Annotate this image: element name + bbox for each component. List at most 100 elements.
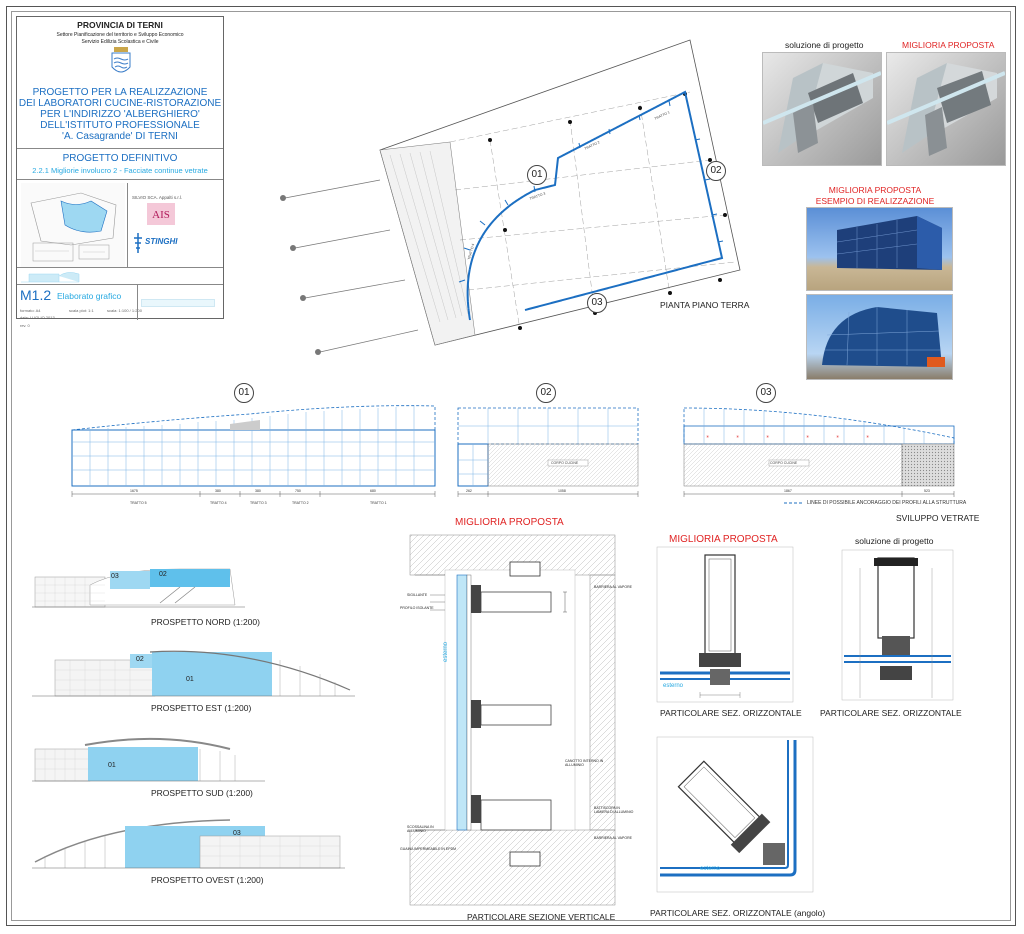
facade-east	[32, 650, 355, 697]
vertical-detail-caption: PARTICOLARE SEZIONE VERTICALE	[467, 912, 616, 922]
drawing-frame	[6, 6, 1016, 926]
note-sigillante: SIGILLANTE	[407, 593, 428, 597]
subtitle-label: 2.2.1 Migliorie involucro 2 - Facciate c…	[32, 166, 208, 175]
elevation-marker-01: 01	[234, 383, 254, 403]
svg-text:✳: ✳	[866, 434, 870, 439]
meta-plot-scale: scala plot: 1:1	[69, 308, 94, 313]
note-scossalina: SCOSSALINA IN ALLUMINIO	[407, 825, 434, 833]
svg-text:TRATTO 1: TRATTO 1	[370, 501, 387, 505]
drawing-inner-frame	[11, 11, 1011, 921]
stamp-strip	[141, 299, 215, 307]
elevation-marker-02: 02	[536, 383, 556, 403]
vertical-esterno-label: esterno	[443, 641, 449, 662]
phase-label: PROGETTO DEFINITIVO	[62, 153, 178, 164]
svg-text:523: 523	[924, 489, 930, 493]
svg-text:✳: ✳	[806, 434, 810, 439]
facade-east-tag-02: 02	[136, 656, 144, 663]
svg-text:AIS: AIS	[152, 209, 170, 221]
elevation-title: SVILUPPO VETRATE	[896, 513, 980, 523]
svg-text:TRATTO 2: TRATTO 2	[292, 501, 309, 505]
svg-text:1058: 1058	[558, 489, 566, 493]
facade-west	[32, 819, 345, 869]
province-name: PROVINCIA DI TERNI	[77, 20, 163, 30]
plan-title: PIANTA PIANO TERRA	[660, 300, 750, 310]
corner-esterno-label: esterno	[700, 866, 721, 872]
corner-section-detail	[656, 736, 814, 893]
svg-text:TRATTO 4: TRATTO 4	[210, 501, 227, 505]
plan-marker-03: 03	[587, 293, 607, 313]
svg-text:✳: ✳	[706, 434, 710, 439]
facade-east-caption: PROSPETTO EST (1:200)	[151, 703, 252, 713]
facade-north	[32, 568, 245, 608]
building-thumbnail	[21, 272, 80, 283]
improvement-profile-render	[886, 52, 1006, 166]
note-profilo-isolante: PROFILO ISOLANTE	[400, 606, 434, 610]
svg-text:TRATTO 3: TRATTO 3	[250, 501, 267, 505]
svg-text:✳: ✳	[836, 434, 840, 439]
facade-east-tag-01: 01	[186, 676, 194, 683]
svg-text:✳: ✳	[736, 434, 740, 439]
kitchen-label-03: CORPO CUCINE	[770, 461, 798, 465]
svg-text:TRATTO 2: TRATTO 2	[584, 140, 601, 151]
corner-detail-caption: PARTICOLARE SEZ. ORIZZONTALE (angolo)	[650, 908, 826, 918]
facade-west-caption: PROSPETTO OVEST (1:200)	[151, 875, 264, 885]
example-title-1: MIGLIORIA PROPOSTA	[828, 185, 922, 195]
facade-west-tag-03: 03	[233, 830, 241, 837]
note-guaina: GUAINA IMPERMEABILE IN EPDM	[400, 847, 457, 851]
elevation-legend: LINEE DI POSSIBILE ANCORAGGIO DEI PROFIL…	[807, 500, 967, 506]
glazing-elevation-02: 262 1058	[457, 407, 639, 497]
sector-line-1: Settore Pianificazione del territorio e …	[56, 32, 184, 38]
stinghi-logo-icon	[134, 233, 142, 253]
svg-text:TRATTO 1: TRATTO 1	[654, 110, 671, 121]
horizontal-section-design	[841, 549, 954, 701]
plan-marker-02: 02	[706, 161, 726, 181]
project-title-line-1: PROGETTO PER LA REALIZZAZIONE	[32, 87, 208, 98]
province-crest-icon	[111, 47, 131, 73]
project-title-line-4: DELL'ISTITUTO PROFESSIONALE	[40, 120, 200, 131]
svg-text:680: 680	[370, 489, 376, 493]
improvement-label: MIGLIORIA PROPOSTA	[902, 40, 995, 50]
design-profile-render	[762, 52, 882, 166]
vertical-detail-title: MIGLIORIA PROPOSTA	[455, 517, 564, 528]
vertical-section-detail	[409, 534, 616, 906]
key-plan-thumbnail	[21, 183, 125, 267]
plan-marker-01: 01	[527, 165, 547, 185]
facade-north-tag-03: 03	[111, 573, 119, 580]
kitchen-label-02: CORPO CUCINE	[551, 461, 579, 465]
svg-text:380: 380	[255, 489, 261, 493]
facade-north-caption: PROSPETTO NORD (1:200)	[151, 617, 260, 627]
facade-south-caption: PROSPETTO SUD (1:200)	[151, 788, 253, 798]
facade-south	[32, 737, 265, 782]
company-logo-icon: AIS	[147, 203, 175, 225]
drawing-code-description: Elaborato grafico	[57, 291, 122, 301]
horizontal-esterno-label: esterno	[663, 683, 684, 689]
svg-text:TRATTO 3: TRATTO 3	[529, 191, 546, 200]
example-photo-1	[806, 207, 953, 291]
elevation-marker-03: 03	[756, 383, 776, 403]
title-block: PROVINCIA DI TERNI Settore Pianificazion…	[16, 16, 224, 328]
example-title-2: ESEMPIO DI REALIZZAZIONE	[815, 196, 935, 206]
meta-revision: rev. 0	[20, 323, 30, 328]
meta-format: formato: A4	[20, 308, 41, 313]
svg-text:750: 750	[295, 489, 301, 493]
note-barriera-bottom: BARRIERA AL VAPORE	[594, 836, 632, 840]
note-canotto: CANOTTO INTERNO IN ALLUMINIO	[565, 759, 604, 767]
drawing-code: M1.2	[20, 287, 52, 303]
facade-south-tag-01: 01	[108, 762, 116, 769]
svg-text:TRATTO 5: TRATTO 5	[130, 501, 147, 505]
sector-line-2: Servizio Edilizia Scolastica e Civile	[81, 39, 159, 45]
design-solution-label: soluzione di progetto	[785, 40, 864, 50]
ground-floor-plan: TRATTO 1 TRATTO 2 TRATTO 3 TRATTO 4	[280, 39, 741, 355]
svg-text:262: 262	[466, 489, 472, 493]
svg-text:✳: ✳	[766, 434, 770, 439]
horizontal-section-improvement	[656, 546, 794, 703]
design-detail-title: soluzione di progetto	[855, 536, 934, 546]
example-photo-2	[806, 294, 953, 380]
project-title-line-2: DEI LABORATORI CUCINE-RISTORAZIONE	[18, 98, 222, 109]
svg-text:TRATTO 4: TRATTO 4	[467, 243, 475, 260]
project-title-line-3: PER L'INDIRIZZO 'ALBERGHIERO'	[40, 109, 200, 120]
note-barriera-top: BARRIERA AL VAPORE	[594, 585, 632, 589]
horizontal-detail-caption: PARTICOLARE SEZ. ORIZZONTALE	[660, 708, 802, 718]
